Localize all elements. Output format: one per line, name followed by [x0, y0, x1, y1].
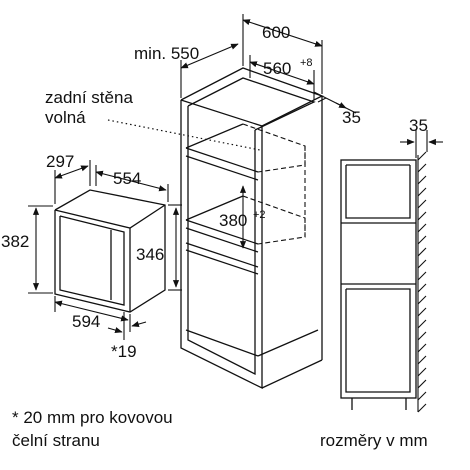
appliance-width-top-value: 554 [113, 169, 141, 188]
dim-cabinet-depth [180, 43, 239, 98]
rear-wall-dashed-lines [242, 123, 306, 245]
footnote-line-2: čelní stranu [12, 431, 100, 450]
dim-cabinet-width [242, 14, 323, 94]
dim-appliance-height-outer [28, 205, 53, 294]
dim-appliance-width-top [95, 165, 169, 202]
rear-wall-label-2: volná [45, 108, 86, 127]
footnote-line-1: * 20 mm pro kovovou [12, 408, 173, 427]
appliance-width-bottom-value: 594 [72, 312, 100, 331]
tall-cabinet [180, 67, 324, 390]
units-note: rozměry v mm [320, 431, 428, 450]
dim-inner-width [249, 55, 315, 100]
appliance-height-outer-value: 382 [1, 232, 29, 251]
cabinet-width-value: 600 [262, 23, 290, 42]
side-view-cabinet [340, 159, 417, 410]
dim-front-thickness [107, 312, 147, 340]
wall-hatched [417, 151, 427, 413]
appliance-depth-value: 297 [46, 152, 74, 171]
inner-width-value: 560 [263, 59, 291, 78]
appliance-height-inner-value: 346 [136, 245, 164, 264]
cabinet-depth-value: min. 550 [134, 44, 199, 63]
niche-height-value: 380 [219, 211, 247, 230]
dim-rear-gap [313, 91, 357, 114]
dim-appliance-height-inner [168, 204, 182, 291]
niche-height-tolerance: +2 [253, 209, 266, 221]
side-gap-value: 35 [409, 116, 428, 135]
rear-wall-leader [107, 119, 261, 151]
front-thickness-value: *19 [111, 342, 137, 361]
dim-appliance-depth [54, 160, 91, 204]
rear-gap-value: 35 [342, 108, 361, 127]
dim-appliance-width-bottom [54, 296, 131, 332]
inner-width-tolerance: +8 [300, 57, 313, 69]
rear-wall-label-1: zadní stěna [45, 88, 133, 107]
dim-side-gap [400, 130, 443, 158]
